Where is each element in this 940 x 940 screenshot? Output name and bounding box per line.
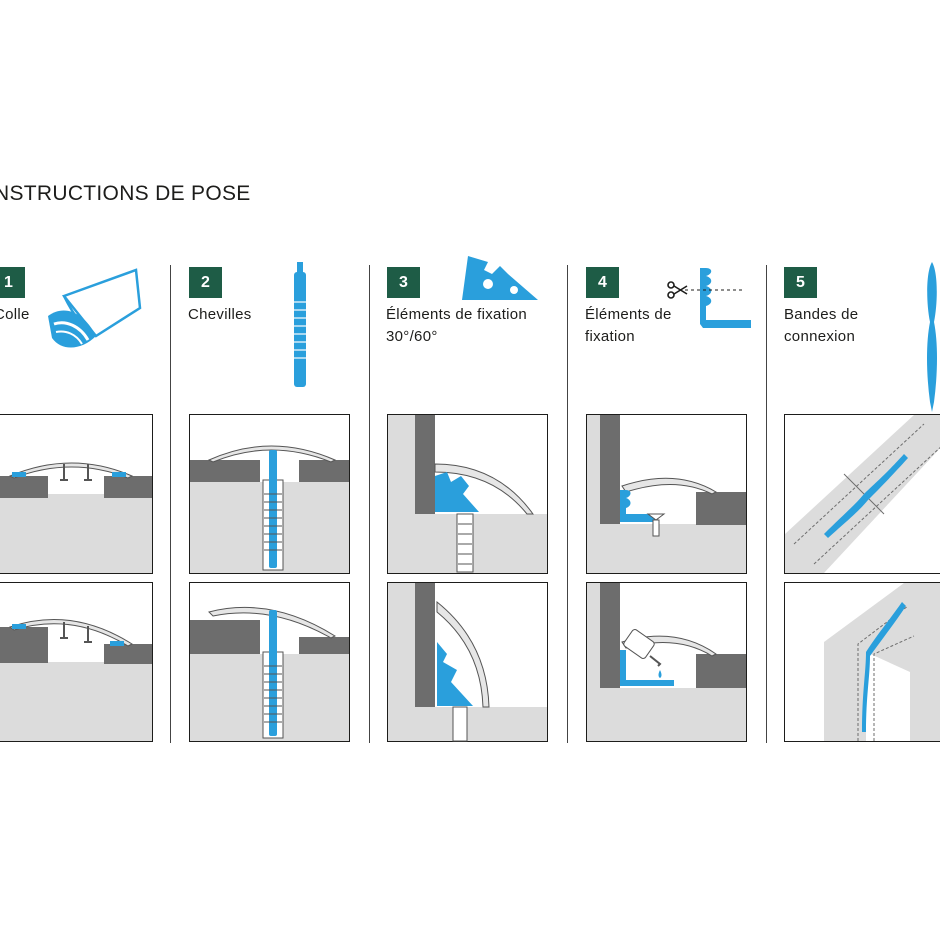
screw-icon xyxy=(646,513,666,537)
step-3-scene-top xyxy=(387,414,548,574)
step-5-scene-top xyxy=(784,414,940,574)
step-4-scene-bottom xyxy=(586,582,747,742)
connector-strip-icon xyxy=(927,262,937,412)
glue-bottle-icon xyxy=(623,629,662,678)
step-4-scene-top xyxy=(586,414,747,574)
step-5-scene-bottom xyxy=(784,582,940,742)
glue-tape-icon xyxy=(48,268,142,348)
l-bracket-icon xyxy=(667,268,751,328)
column-divider xyxy=(369,265,370,743)
angle-clip-icon xyxy=(462,256,538,300)
column-divider xyxy=(567,265,568,743)
step-5-label: Bandes de connexion xyxy=(784,306,859,345)
page-title: NSTRUCTIONS DE POSE xyxy=(0,182,251,205)
step-1-scene-top xyxy=(0,414,153,574)
step-2-badge: 2 xyxy=(189,267,222,298)
step-4-label: Éléments de fixation xyxy=(585,306,672,345)
step-2-scene-top xyxy=(189,414,350,574)
column-divider xyxy=(170,265,171,743)
dowel-icon xyxy=(294,262,306,387)
step-1-badge: 1 xyxy=(0,267,25,298)
step-2-scene-bottom xyxy=(189,582,350,742)
step-1-label: Colle xyxy=(0,306,30,323)
scissors-icon xyxy=(667,281,688,299)
step-4-badge: 4 xyxy=(586,267,619,298)
column-divider xyxy=(766,265,767,743)
step-5-badge: 5 xyxy=(784,267,817,298)
step-3-badge: 3 xyxy=(387,267,420,298)
step-3-label: Éléments de fixation 30°/60° xyxy=(386,306,528,345)
step-3-scene-bottom xyxy=(387,582,548,742)
step-1-scene-bottom xyxy=(0,582,153,742)
step-2-label: Chevilles xyxy=(188,306,252,323)
